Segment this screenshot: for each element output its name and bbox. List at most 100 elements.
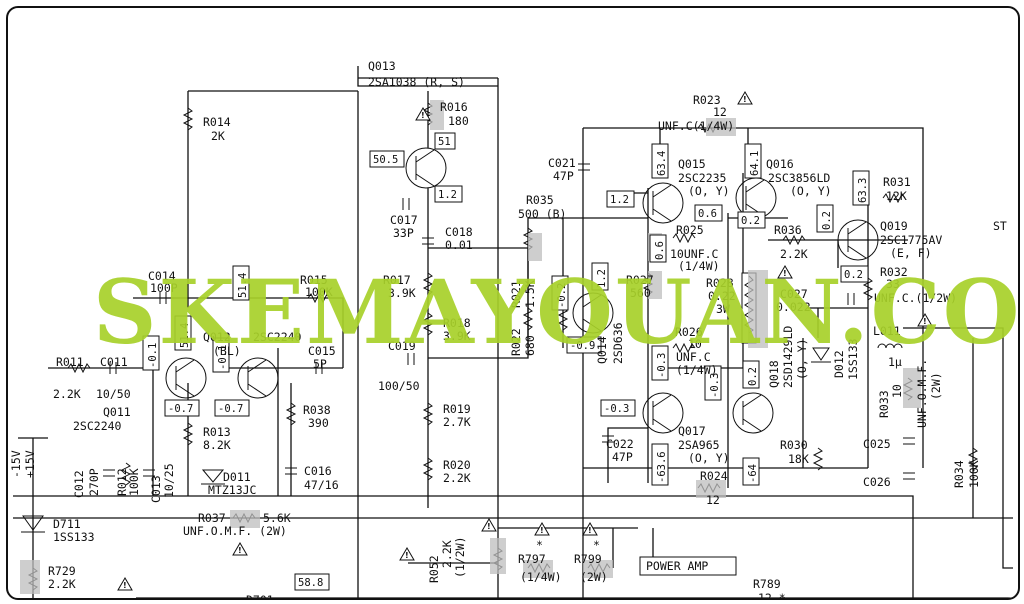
svg-text:!: ! <box>743 95 747 104</box>
capacitor-value: 5P <box>313 357 327 371</box>
capacitor-value: 33P <box>393 226 414 240</box>
voltage-q016-e2: 0.2 <box>741 215 760 227</box>
diode-type: 1SS133 <box>53 530 95 544</box>
resistor-note: (2W) <box>580 570 608 584</box>
transistor-grade: (BL) <box>213 344 241 358</box>
resistor-ref: R016 <box>440 100 468 114</box>
voltage-q017-e-box <box>651 345 669 381</box>
capacitor-value: 270P <box>87 468 101 496</box>
resistor-ref: R031 <box>883 175 911 189</box>
voltage-q016-e: 0.6 <box>654 241 666 260</box>
transistor-type: 2SD636 <box>611 322 625 364</box>
voltage-q015-c-box <box>651 143 669 179</box>
capacitor-ref: C017 <box>390 213 418 227</box>
section-label: POWER AMP <box>646 559 708 573</box>
capacitor-value: 10/25 <box>162 463 176 498</box>
voltage-q014-b-box <box>551 275 569 311</box>
resistor-value: 10UNF.C <box>670 247 719 261</box>
coil-value: 1μ <box>888 355 902 369</box>
transistor-ref: Q015 <box>678 157 706 171</box>
transistor-type: 2SC3856LD <box>768 171 830 185</box>
resistor-ref: R036 <box>774 223 802 237</box>
resistor-note: UNF.C.(1/2W) <box>874 291 957 305</box>
voltage-q017-b: -0.3 <box>604 403 629 415</box>
capacitor-value: 0.01 <box>445 238 473 252</box>
resistor-ref: R797 <box>518 552 546 566</box>
watermark: SKEMAYOUAN.COM <box>93 260 1018 364</box>
capacitor-ref: C025 <box>863 437 891 451</box>
voltage-q012-e2: -0.7 <box>218 403 243 415</box>
transistor-type: 2SC2240 <box>253 330 302 344</box>
capacitor-value: 0.022 <box>776 300 811 314</box>
resistor-note: UNF.C(1/4W) <box>658 119 734 133</box>
resistor-ref: R034 <box>952 460 966 488</box>
resistor-ref: R789 <box>753 577 781 591</box>
voltage-r036: 0.2 <box>821 211 833 230</box>
resistor-ref: R027 <box>626 273 654 287</box>
resistor-value: 8.2K <box>203 438 231 452</box>
voltage-q018-e: -0.3 <box>709 373 721 398</box>
voltage-q016-c-box <box>744 143 762 179</box>
resistor-ref: R024 <box>700 469 728 483</box>
voltage-q013-e: 50.5 <box>373 154 398 166</box>
svg-text:!: ! <box>421 111 425 120</box>
capacitor-value: 10/50 <box>96 387 131 401</box>
capacitor-ref: C015 <box>308 344 336 358</box>
transistor-grade: (O, Y) <box>688 451 730 465</box>
transistor-ref: Q013 <box>368 59 396 73</box>
voltage-q013-e-box <box>369 150 405 168</box>
diode-ref: D011 <box>223 470 251 484</box>
resistor-ref: R014 <box>203 115 231 129</box>
capacitor-ref: C022 <box>606 437 634 451</box>
resistor-ref: R021 <box>509 280 523 308</box>
diode-type: 1SS133 <box>846 338 860 380</box>
resistor-ref: R012 <box>115 468 129 496</box>
voltage-q018-c-box <box>742 457 760 486</box>
resistor-note: (2W) <box>929 372 943 400</box>
transistor-ref: Q018 <box>767 360 781 388</box>
resistor-value: 2.2K <box>48 577 76 591</box>
resistor-ref: R026 <box>675 325 703 339</box>
resistor-note: (1/2W) <box>453 536 467 578</box>
stby-label: ST <box>993 219 1007 233</box>
transistor-ref: Q011 <box>103 405 131 419</box>
resistor-ref: R030 <box>780 438 808 452</box>
voltage-q016-c: 64.1 <box>749 151 761 176</box>
resistor-ref: R017 <box>383 273 411 287</box>
transistor-type: 2SA965 <box>678 438 720 452</box>
transistor-type: 2SD1429LD <box>781 326 795 388</box>
resistor-ref: R028 <box>706 276 734 290</box>
voltage-q012-a-box <box>232 265 250 301</box>
capacitor-value: 47P <box>612 450 633 464</box>
voltage-supply: 58.8 <box>298 577 323 589</box>
resistor-ref: R035 <box>526 193 554 207</box>
voltage-r016-box <box>434 132 456 150</box>
resistor-value: 5.6K <box>263 511 291 525</box>
capacitor-ref: C027 <box>780 287 808 301</box>
transistor-type: 2SC2235 <box>678 171 726 185</box>
resistor-value: 3.9K <box>443 329 471 343</box>
capacitor-ref: C016 <box>304 464 332 478</box>
transistor-type: 2SA1038 (R, S) <box>368 75 465 89</box>
resistor-ref: R037 <box>198 511 226 525</box>
power-amp-schematic: ! ! ! ! ! ! ! ! ! ! 50.51.25151.451.4-0.… <box>9 59 1018 598</box>
resistor-value: 2.2K <box>53 387 81 401</box>
voltage-q017-e: -0.3 <box>656 353 668 378</box>
voltage-q011-b: -0.1 <box>147 343 159 368</box>
resistor-value: 10 <box>688 337 702 351</box>
capacitor-ref: C012 <box>72 470 86 498</box>
resistor-value: 1.5K <box>523 280 537 308</box>
voltage-q012-e2-box <box>214 399 250 417</box>
voltage-q018-b-box <box>742 360 760 389</box>
resistor-value: 12K <box>886 189 907 203</box>
voltage-q018-b: 0.2 <box>747 367 759 386</box>
transistor-ref: Q019 <box>880 219 908 233</box>
voltage-q011-b-box <box>142 335 160 371</box>
voltage-q019-c-box <box>852 170 870 206</box>
diode-ref: D701 <box>246 593 274 598</box>
transistor-grade: (E, F) <box>890 246 932 260</box>
resistor-note: 3W <box>716 302 730 316</box>
transistor-ref: Q016 <box>766 157 794 171</box>
resistor-value: 2.2K <box>780 247 808 261</box>
transistor-grade: (O, Y) <box>795 338 809 380</box>
